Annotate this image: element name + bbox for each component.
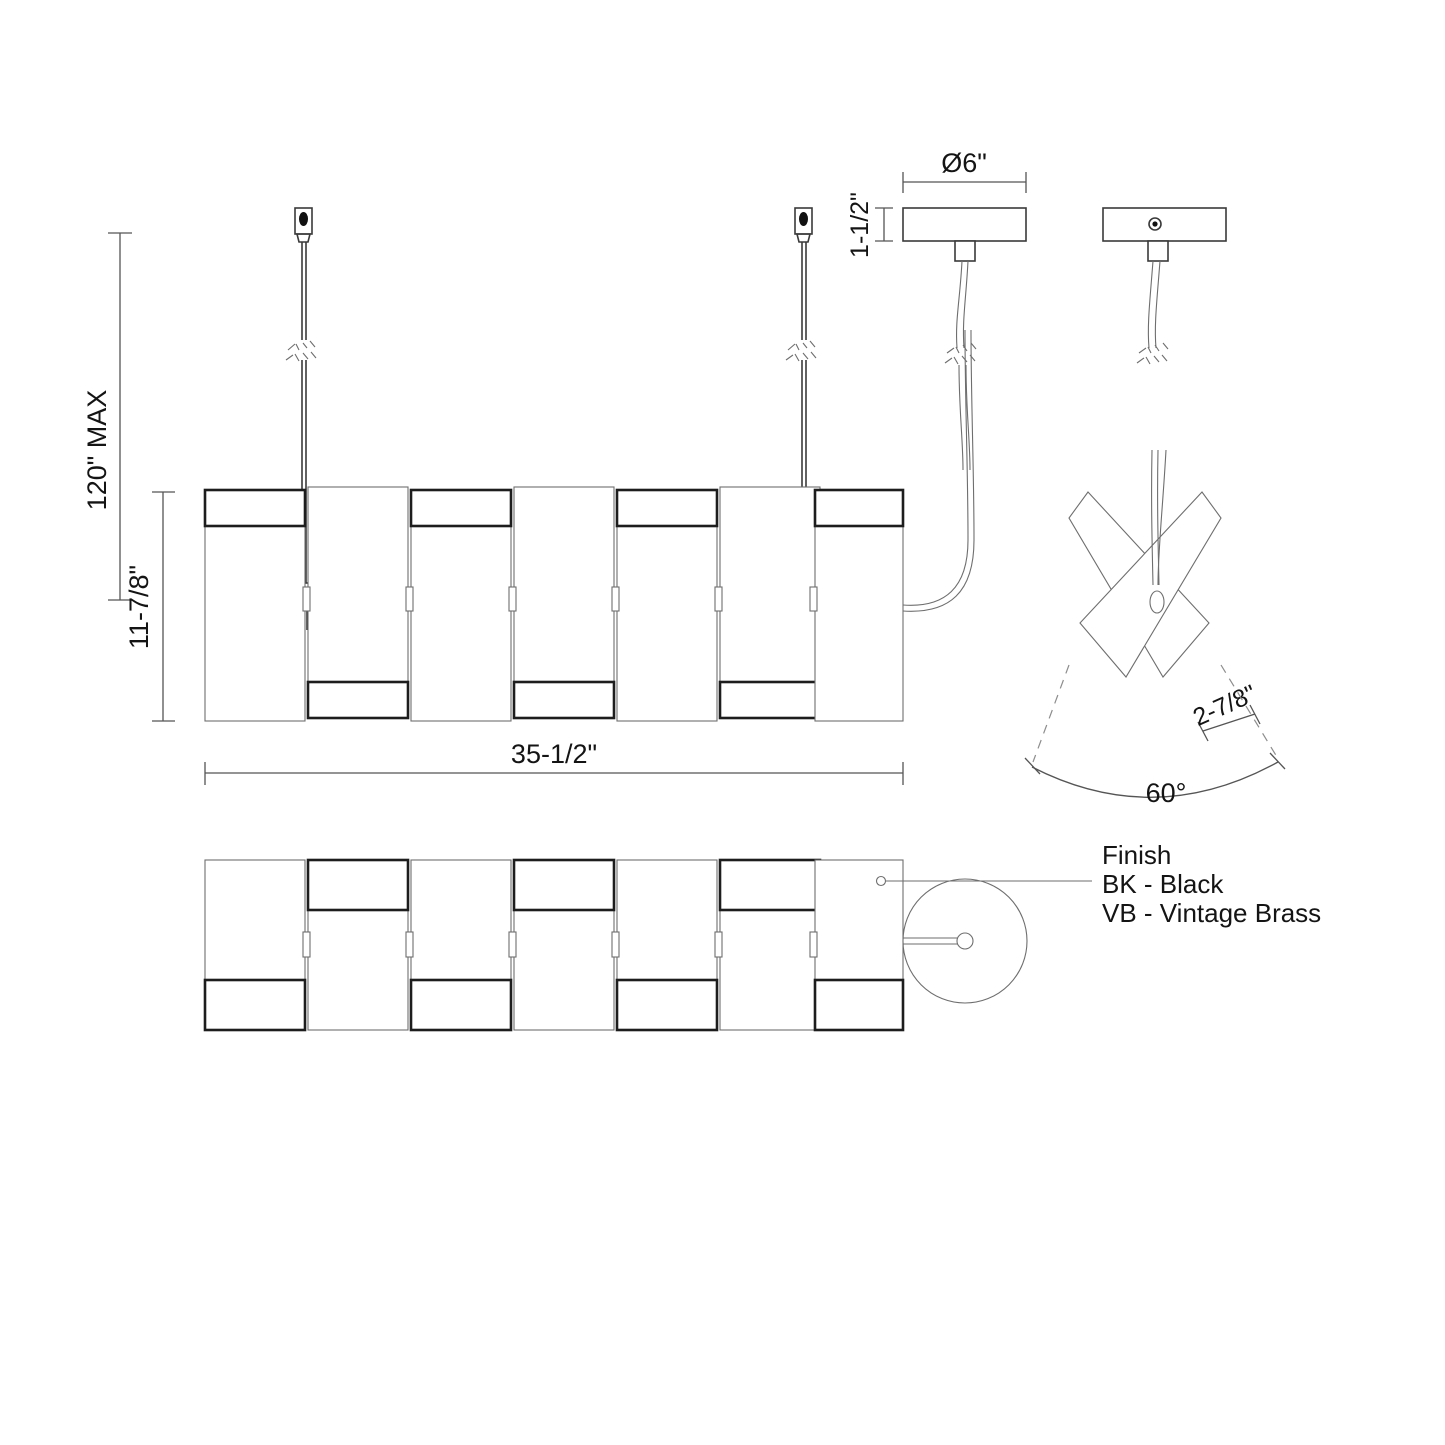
blade-plan-band-top-6 — [718, 858, 822, 912]
blade-plan-band-bottom-3 — [409, 978, 513, 1032]
blade-plan-band-top-4 — [512, 858, 616, 912]
blade-band-top-5 — [615, 488, 719, 528]
blade-front-2 — [302, 486, 410, 720]
finish-title: Finish — [1102, 840, 1171, 870]
blade-joint-2 — [302, 586, 311, 612]
blade-front-7 — [809, 488, 905, 722]
callout-anchor-dot — [875, 875, 887, 887]
blade-band-bottom-2 — [306, 680, 410, 720]
canopy-circle-plan — [902, 878, 1028, 1004]
break-symbol-canopy-plan — [1136, 342, 1169, 365]
canopy-inner-circle — [956, 932, 974, 950]
break-symbol-right — [785, 340, 817, 362]
dimension-max-drop: 120" MAX — [82, 232, 132, 601]
blade-front-5 — [611, 488, 719, 722]
blade-plan-3 — [405, 859, 513, 1032]
blade-plan-4 — [508, 858, 616, 1031]
dimension-max-drop-label: 120" MAX — [82, 390, 112, 511]
finish-callout: Finish BK - Black VB - Vintage Brass — [875, 840, 1321, 928]
blade-band-bottom-4 — [512, 680, 616, 720]
blade-plan-6 — [714, 858, 822, 1031]
finish-option-vb: VB - Vintage Brass — [1102, 898, 1321, 928]
blade-plan-joint-2 — [302, 931, 311, 958]
blade-plan-joint-3 — [405, 931, 414, 958]
blade-plan-joint-4 — [508, 931, 517, 958]
blade-joint-5 — [611, 586, 620, 612]
blade-front-4 — [508, 486, 616, 720]
dimension-fixture-length-label: 35-1/2" — [511, 739, 597, 769]
canopy-elevation-view: Ø6" 1-1/2" — [846, 148, 1027, 471]
cord-gripper-taper-left — [295, 233, 312, 243]
end-section-view: 2-7/8" 60° — [1024, 449, 1286, 808]
dimension-blade-angle: 60° — [1024, 752, 1286, 808]
dimension-canopy-height-label: 1-1/2" — [846, 192, 874, 258]
blade-plan-band-top-2 — [306, 858, 410, 912]
blade-joint-6 — [714, 586, 723, 612]
angle-extension-right — [1220, 664, 1278, 758]
dimension-blade-angle-label: 60° — [1146, 778, 1187, 808]
blade-front-1 — [203, 488, 307, 722]
break-symbol-canopy — [944, 342, 977, 365]
angle-extension-left — [1032, 664, 1070, 763]
cord-gripper-taper-right — [795, 233, 812, 243]
suspension-assembly-left — [285, 207, 317, 630]
blade-band-top-1 — [203, 488, 307, 528]
dimension-canopy-diameter-label: Ø6" — [941, 148, 987, 178]
canopy-center-ring — [1148, 217, 1162, 231]
blade-plan-joint-7 — [809, 931, 818, 958]
dimension-fixture-height: 11-7/8" — [124, 491, 175, 722]
blade-plan-joint-5 — [611, 931, 620, 958]
blade-joint-4 — [508, 586, 517, 612]
canopy-center-dot — [1152, 221, 1158, 227]
blade-section-right — [1079, 491, 1222, 678]
blade-band-top-3 — [409, 488, 513, 528]
canopy-plan-view — [1102, 207, 1227, 365]
break-symbol-left — [285, 340, 317, 362]
blade-front-3 — [405, 488, 513, 722]
canopy-stem-plan — [1147, 240, 1169, 262]
cord-gripper-hole-left — [299, 212, 308, 226]
dimension-blade-width: 2-7/8" — [1189, 680, 1261, 742]
canopy-stem-elevation — [954, 240, 976, 262]
blade-band-bottom-6 — [718, 680, 822, 720]
blade-band-top-7 — [813, 488, 905, 528]
section-cord-a — [1151, 449, 1154, 586]
canopy-body-elevation — [902, 207, 1027, 242]
section-cord-loop — [1149, 590, 1165, 614]
section-cord-c — [1157, 449, 1167, 586]
canopy-body-plan — [1102, 207, 1227, 242]
blade-plan-joint-6 — [714, 931, 723, 958]
blade-plan-band-bottom-1 — [203, 978, 307, 1032]
blade-plan-2 — [302, 858, 410, 1031]
blade-plan-band-bottom-5 — [615, 978, 719, 1032]
blade-plan-7 — [809, 859, 905, 1032]
finish-option-bk: BK - Black — [1102, 869, 1224, 899]
blade-plan-1 — [203, 859, 307, 1032]
dimension-fixture-length: 35-1/2" — [204, 739, 904, 785]
dimension-fixture-height-label: 11-7/8" — [124, 565, 154, 649]
blade-front-6 — [714, 486, 822, 720]
power-cord-exit — [902, 329, 975, 612]
blade-joint-7 — [809, 586, 818, 612]
blade-joint-3 — [405, 586, 414, 612]
blade-plan-5 — [611, 859, 719, 1032]
blade-plan-band-bottom-7 — [813, 978, 905, 1032]
cord-gripper-hole-right — [799, 212, 808, 226]
